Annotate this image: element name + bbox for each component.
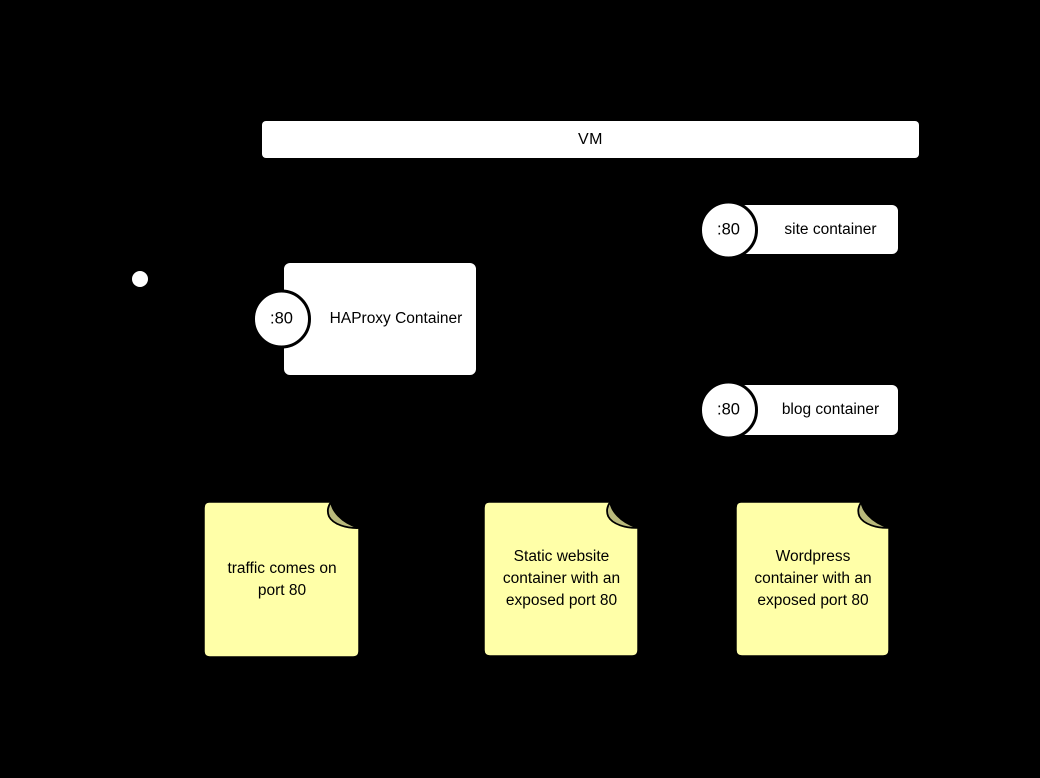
blog-label: blog container (781, 401, 880, 418)
blog-port-label: :80 (717, 400, 740, 419)
vm-container-header[interactable]: VM (262, 121, 919, 158)
note-text: Wordpress container with an exposed port… (754, 548, 872, 609)
site-port-label: :80 (717, 220, 740, 238)
haproxy-port-label: :80 (270, 309, 293, 328)
node-site-container[interactable]: :80 site container (699, 200, 900, 259)
endpoint-dot-icon[interactable] (132, 271, 148, 287)
note-shape (735, 501, 890, 657)
note-shape (203, 501, 360, 658)
vm-label: VM (578, 130, 603, 148)
note-text: Static website container with an exposed… (502, 548, 621, 609)
node-haproxy-container[interactable]: :80 HAProxy Container (252, 261, 478, 377)
node-blog-container[interactable]: :80 blog container (699, 380, 900, 440)
haproxy-port-circle-icon[interactable]: :80 (252, 289, 311, 349)
note-fold-corner-icon (857, 501, 890, 529)
note-text: traffic comes on port 80 (227, 559, 337, 599)
haproxy-label: HAProxy Container (329, 310, 463, 327)
note-fold-corner-icon (606, 501, 639, 529)
note-shape (483, 501, 639, 657)
note-fold-corner-icon (326, 501, 360, 529)
blog-port-circle-icon[interactable]: :80 (699, 380, 758, 440)
note-traffic-port-80[interactable]: traffic comes on port 80 (203, 501, 361, 658)
site-label: site container (784, 220, 877, 238)
site-port-circle-icon[interactable]: :80 (699, 200, 758, 259)
note-wordpress[interactable]: Wordpress container with an exposed port… (735, 501, 891, 657)
note-static-website[interactable]: Static website container with an exposed… (483, 501, 640, 657)
